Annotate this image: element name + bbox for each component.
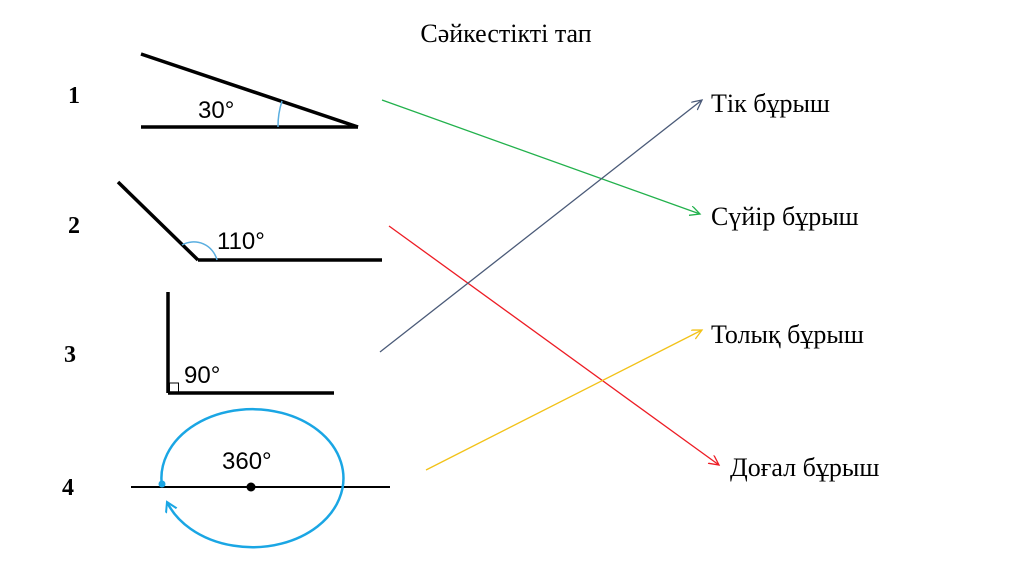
arrow-item3-to-right <box>379 100 702 353</box>
item-number-3: 3 <box>64 342 76 368</box>
angle-label-90: 90° <box>184 362 220 389</box>
answer-right-angle: Тік бұрыш <box>711 89 830 118</box>
angle-label-360: 360° <box>222 448 272 475</box>
arrow-item1-to-acute <box>381 99 700 214</box>
answer-obtuse-angle: Доғал бұрыш <box>730 453 879 482</box>
angle-arc <box>277 100 283 128</box>
page-title: Сәйкестікті тап <box>420 19 591 48</box>
angle-360-figure: 360° <box>131 408 390 549</box>
angle-90-figure: 90° <box>166 292 334 395</box>
angle-arc <box>181 241 218 261</box>
full-rotation-arc <box>160 408 345 549</box>
item-number-4: 4 <box>62 475 74 501</box>
angle-label-30: 30° <box>198 97 234 124</box>
item-number-1: 1 <box>68 83 80 109</box>
arrow-item2-to-obtuse <box>388 225 719 465</box>
angle-30-figure: 30° <box>140 52 359 129</box>
answer-acute-angle: Сүйір бұрыш <box>711 202 859 231</box>
item-number-2: 2 <box>68 213 80 239</box>
center-point <box>246 482 256 492</box>
answer-full-angle: Толық бұрыш <box>711 320 864 349</box>
arrow-item4-to-full <box>425 330 702 471</box>
start-point <box>158 480 166 488</box>
right-angle-mark <box>169 382 179 393</box>
angle-110-figure: 110° <box>116 180 382 262</box>
angle-label-110: 110° <box>217 228 265 255</box>
